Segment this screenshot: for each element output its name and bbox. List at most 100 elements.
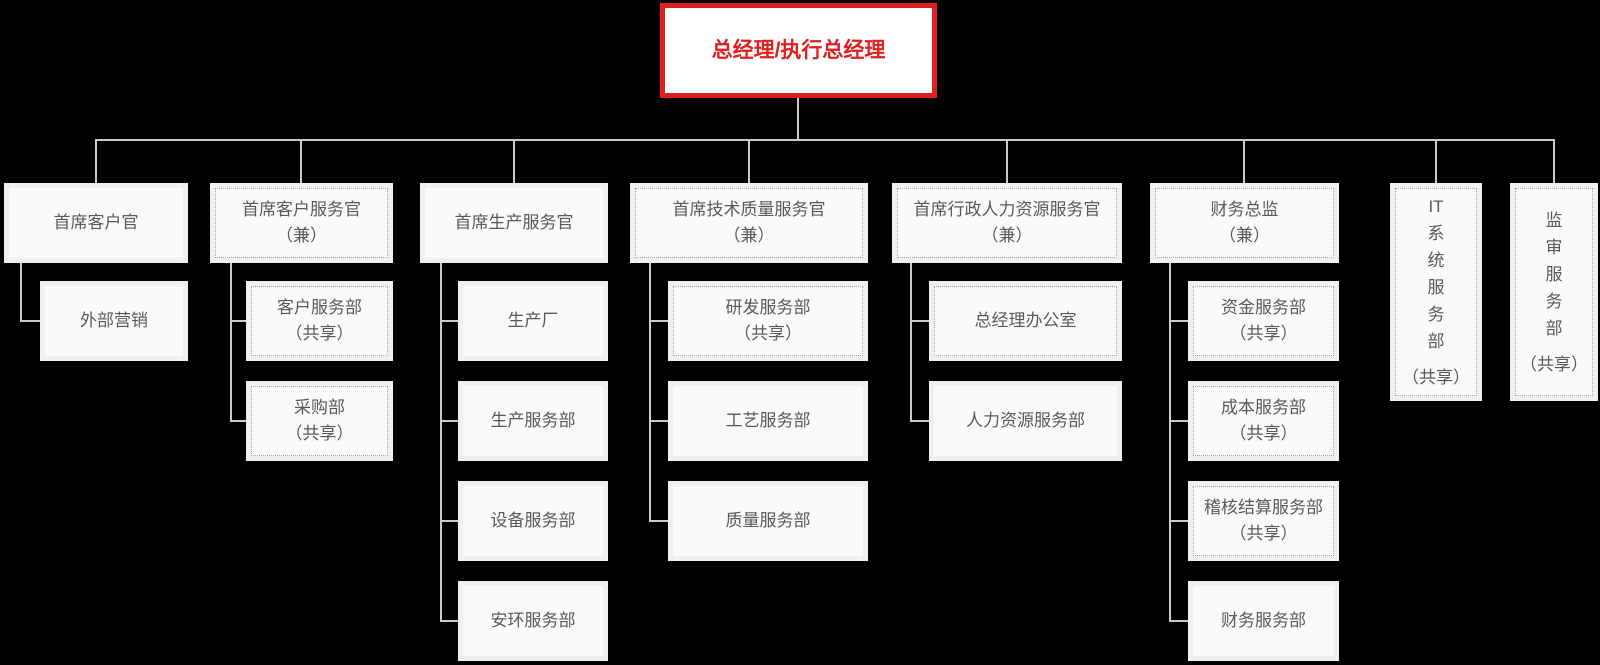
node-label: 成本服务部 xyxy=(1221,398,1306,417)
node-body: 总经理办公室 xyxy=(934,286,1117,356)
node-label: 质量服务部 xyxy=(725,511,811,530)
connector-stub-col6-r4 xyxy=(1169,620,1188,622)
node-process-service-dept: 工艺服务部 xyxy=(668,381,868,461)
connector-stub-col6-r2 xyxy=(1169,420,1188,422)
node-body: 资金服务部 （共享） xyxy=(1193,286,1334,356)
connector-stub-col4-r1 xyxy=(649,320,668,322)
node-body: 首席客户服务官 （兼） xyxy=(215,188,388,258)
node-sublabel: （共享） xyxy=(285,324,354,343)
node-finance-director: 财务总监 （兼） xyxy=(1150,183,1339,263)
connector-drop-col1 xyxy=(95,139,97,183)
connector-trunk-col2 xyxy=(230,263,232,422)
connector-drop-col5 xyxy=(1006,139,1008,183)
connector-stub-col2-r2 xyxy=(230,420,246,422)
connector-stub-col4-r3 xyxy=(649,520,668,522)
node-general-manager: 总经理/执行总经理 xyxy=(660,3,937,98)
connector-stub-col3-r3 xyxy=(440,520,458,522)
node-body: 财务服务部 xyxy=(1193,586,1334,656)
node-label: 部 xyxy=(1545,318,1563,338)
node-label: 工艺服务部 xyxy=(725,411,811,430)
connector-trunk-col3 xyxy=(440,263,442,622)
connector-stub-col5-r1 xyxy=(910,320,929,322)
node-label: 财务总监 xyxy=(1210,200,1279,219)
node-label: 首席客户官 xyxy=(53,213,139,232)
node-body: 稽核结算服务部 （共享） xyxy=(1193,486,1334,556)
node-customer-service-dept: 客户服务部 （共享） xyxy=(246,281,393,361)
node-body: 首席生产服务官 xyxy=(425,188,603,258)
node-label: 人力资源服务部 xyxy=(966,411,1085,430)
node-sublabel: （共享） xyxy=(1402,368,1470,387)
node-rnd-service-dept: 研发服务部 （共享） xyxy=(668,281,868,361)
node-it-system-service-dept: IT 系 统 服 务 部 （共享） xyxy=(1390,183,1482,401)
node-body: IT 系 统 服 务 部 （共享） xyxy=(1395,188,1477,396)
node-cost-service-dept: 成本服务部 （共享） xyxy=(1188,381,1339,461)
connector-stub-col3-r4 xyxy=(440,620,458,622)
node-label: 设备服务部 xyxy=(490,511,576,530)
node-label: 生产厂 xyxy=(507,311,559,330)
node-purchasing-dept: 采购部 （共享） xyxy=(246,381,393,461)
node-label: 外部营销 xyxy=(80,311,148,330)
node-label: 务 xyxy=(1545,291,1563,311)
connector-stub-col1-r1 xyxy=(20,320,40,322)
node-label: 部 xyxy=(1427,332,1445,351)
node-sublabel: （兼） xyxy=(723,226,775,245)
node-label: 客户服务部 xyxy=(277,298,362,317)
node-hr-service-dept: 人力资源服务部 xyxy=(929,381,1122,461)
node-body: 研发服务部 （共享） xyxy=(673,286,863,356)
node-sublabel: （共享） xyxy=(1229,524,1298,543)
node-chief-customer-service-officer: 首席客户服务官 （兼） xyxy=(210,183,393,263)
node-body: 安环服务部 xyxy=(463,586,603,656)
node-chief-admin-hr-officer: 首席行政人力资源服务官 （兼） xyxy=(892,183,1122,263)
node-equipment-service-dept: 设备服务部 xyxy=(458,481,608,561)
connector-main-bar xyxy=(96,139,1555,141)
node-label: 服 xyxy=(1427,278,1445,297)
node-safety-env-service-dept: 安环服务部 xyxy=(458,581,608,661)
node-chief-customer-officer: 首席客户官 xyxy=(4,183,188,263)
node-body: 成本服务部 （共享） xyxy=(1193,386,1334,456)
connector-stub-col3-r1 xyxy=(440,320,458,322)
node-label: 稽核结算服务部 xyxy=(1204,498,1323,517)
node-audit-settlement-dept: 稽核结算服务部 （共享） xyxy=(1188,481,1339,561)
node-label: 监 xyxy=(1545,210,1563,230)
node-sublabel: （共享） xyxy=(734,324,802,343)
node-production-service-dept: 生产服务部 xyxy=(458,381,608,461)
connector-drop-col7 xyxy=(1435,139,1437,183)
node-body: 生产厂 xyxy=(463,286,603,356)
node-body: 设备服务部 xyxy=(463,486,603,556)
node-sublabel: （兼） xyxy=(981,226,1033,245)
node-production-plant: 生产厂 xyxy=(458,281,608,361)
node-sublabel: （共享） xyxy=(1520,354,1588,374)
connector-trunk-col6 xyxy=(1169,263,1171,622)
connector-drop-col4 xyxy=(748,139,750,183)
connector-stub-col3-r2 xyxy=(440,420,458,422)
connector-stub-col6-r3 xyxy=(1169,520,1188,522)
node-body: 客户服务部 （共享） xyxy=(251,286,388,356)
connector-stub-col2-r1 xyxy=(230,320,246,322)
node-label: 采购部 xyxy=(294,398,345,417)
node-quality-service-dept: 质量服务部 xyxy=(668,481,868,561)
node-sublabel: （共享） xyxy=(1229,424,1298,443)
node-sublabel: （共享） xyxy=(285,424,354,443)
node-body: 人力资源服务部 xyxy=(934,386,1117,456)
node-sublabel: （兼） xyxy=(1219,226,1270,245)
node-label: 总经理/执行总经理 xyxy=(711,38,886,62)
node-label: 统 xyxy=(1427,251,1445,270)
node-supervision-audit-dept: 监 审 服 务 部 （共享） xyxy=(1510,183,1598,401)
node-funds-service-dept: 资金服务部 （共享） xyxy=(1188,281,1339,361)
node-label: 务 xyxy=(1427,305,1445,324)
connector-drop-col8 xyxy=(1553,139,1555,183)
node-sublabel: （共享） xyxy=(1229,324,1298,343)
node-external-marketing: 外部营销 xyxy=(40,281,188,361)
connector-trunk-col4 xyxy=(649,263,651,522)
connector-drop-col6 xyxy=(1243,139,1245,183)
node-label: 生产服务部 xyxy=(490,411,576,430)
node-label: 首席行政人力资源服务官 xyxy=(913,200,1101,219)
node-label: 首席生产服务官 xyxy=(454,213,574,232)
node-body: 首席行政人力资源服务官 （兼） xyxy=(897,188,1117,258)
node-label: IT xyxy=(1428,197,1444,216)
connector-trunk-col5 xyxy=(910,263,912,422)
connector-drop-col2 xyxy=(300,139,302,183)
node-sublabel: （兼） xyxy=(276,226,327,245)
node-label: 安环服务部 xyxy=(490,611,576,630)
